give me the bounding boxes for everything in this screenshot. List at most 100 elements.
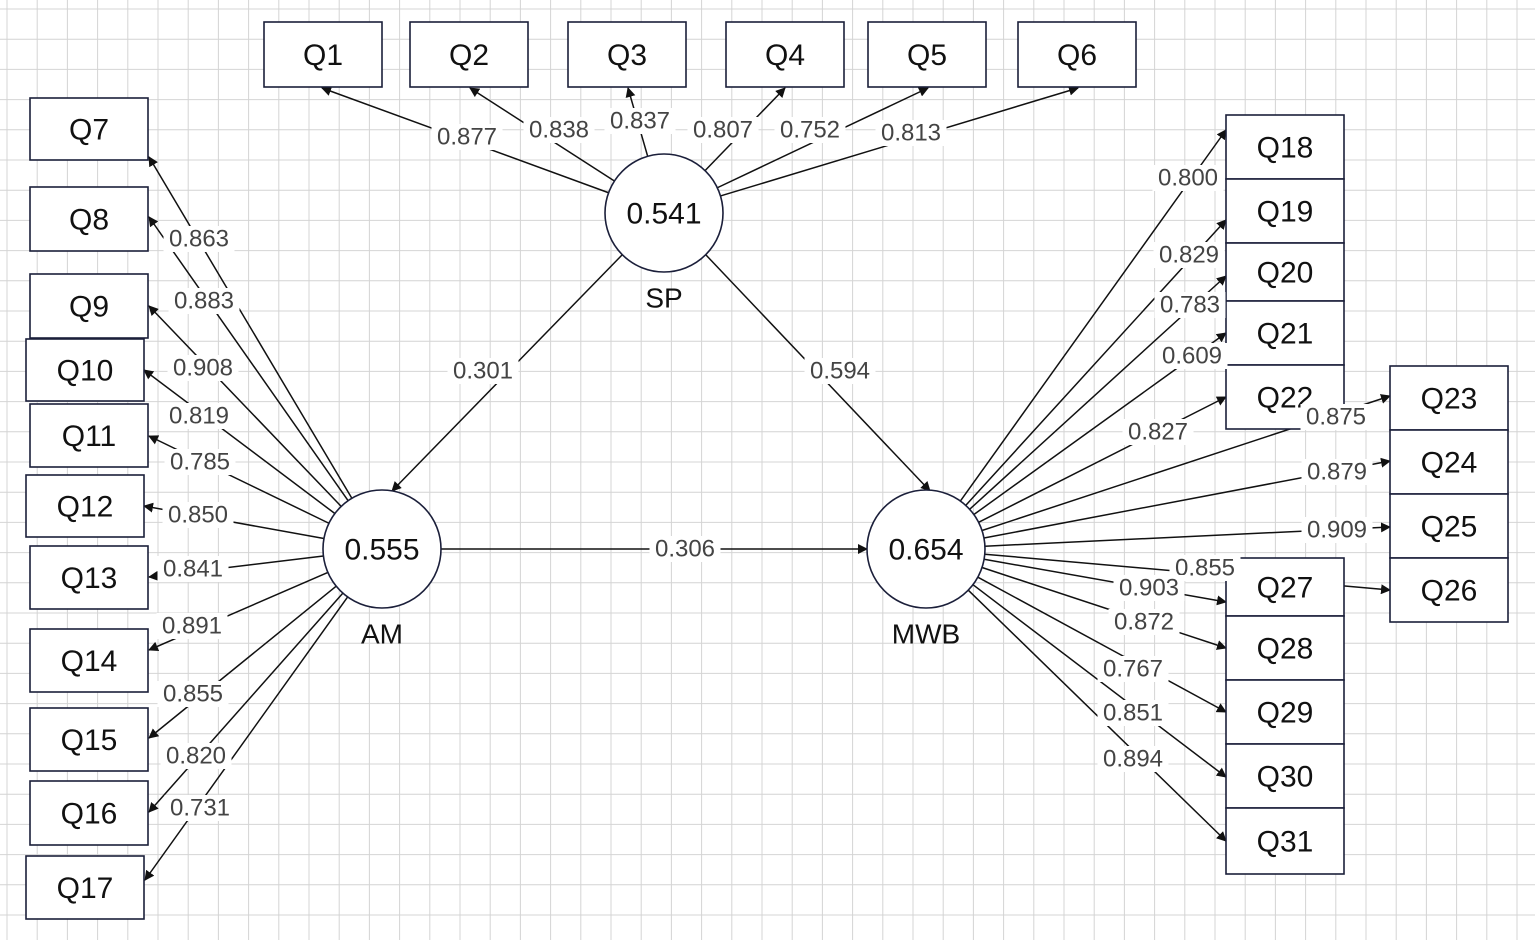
indicator-box-q7: Q7: [29, 97, 149, 161]
indicator-label-q11: Q11: [62, 420, 116, 453]
indicator-box-q28: Q28: [1225, 615, 1345, 681]
loading-label-q24-text: 0.879: [1307, 459, 1367, 486]
path-sp-to-am-coefficient-text: 0.301: [453, 358, 513, 385]
indicator-box-q30: Q30: [1225, 743, 1345, 809]
loading-label-q8-bg: [168, 288, 240, 314]
indicator-box-q6: Q6: [1017, 21, 1137, 88]
loading-label-q20: 0.783: [1154, 292, 1226, 319]
indicator-box-q10: Q10: [25, 338, 145, 402]
indicator-label-q6: Q6: [1057, 39, 1097, 72]
loading-label-q26-text: 0.855: [1175, 555, 1235, 582]
indicator-box-q12: Q12: [25, 474, 145, 538]
indicator-box-frame: [1225, 807, 1345, 875]
path-am-to-mwb-coefficient-bg: [649, 536, 721, 562]
loading-label-q4-bg: [687, 117, 759, 143]
loading-label-q2-text: 0.838: [529, 117, 589, 144]
indicator-box-frame: [29, 780, 149, 846]
indicator-label-q30: Q30: [1257, 761, 1314, 794]
loading-label-q9-text: 0.908: [173, 355, 233, 382]
loading-label-q1-text: 0.877: [437, 124, 497, 151]
loading-label-q2-bg: [523, 117, 595, 143]
loading-label-q27: 0.903: [1113, 575, 1185, 602]
loading-label-q10-text: 0.819: [169, 403, 229, 430]
loading-label-q4: 0.807: [687, 117, 759, 144]
loading-label-q15-bg: [157, 681, 229, 707]
loading-label-q23-bg: [1300, 404, 1372, 430]
loading-arrow-q28: [981, 566, 1227, 650]
loading-label-q2: 0.838: [523, 117, 595, 144]
loading-label-q16-text: 0.820: [166, 743, 226, 770]
loading-arrow-q27: [983, 558, 1227, 606]
indicator-box-frame: [29, 628, 149, 693]
indicator-box-q1: Q1: [263, 21, 383, 88]
path-am-to-mwb-coefficient-text: 0.306: [655, 536, 715, 563]
indicator-box-q29: Q29: [1225, 679, 1345, 745]
loading-label-q23-text: 0.875: [1306, 404, 1366, 431]
loading-label-q5-bg: [774, 117, 846, 143]
loading-label-q26: 0.855: [1169, 555, 1241, 582]
indicator-label-q7: Q7: [69, 114, 109, 147]
path-sp-to-mwb-coefficient-bg: [804, 358, 876, 384]
indicator-box-q5: Q5: [867, 21, 987, 88]
indicator-label-q26: Q26: [1421, 575, 1478, 608]
indicator-box-frame: [567, 21, 687, 88]
loading-label-q17-bg: [164, 795, 236, 821]
loading-label-q15: 0.855: [157, 681, 229, 708]
indicator-label-q21: Q21: [1257, 318, 1314, 351]
indicator-label-q3: Q3: [607, 39, 647, 72]
loading-arrow-q18: [959, 129, 1227, 502]
indicator-box-frame: [409, 21, 529, 88]
loading-arrow-q29: [977, 576, 1227, 713]
loading-label-q12-bg: [162, 502, 234, 528]
loading-label-q23: 0.875: [1300, 404, 1372, 431]
loading-label-q14-bg: [156, 613, 228, 639]
indicator-label-q5: Q5: [907, 39, 947, 72]
loading-label-q28: 0.872: [1108, 609, 1180, 636]
indicator-box-q27: Q27: [1225, 557, 1345, 617]
loading-label-q18-text: 0.800: [1158, 165, 1218, 192]
loading-label-q3: 0.837: [604, 108, 676, 135]
indicator-label-q24: Q24: [1421, 447, 1478, 480]
loading-arrow-q15: [148, 585, 337, 739]
construct-circle: [866, 489, 986, 609]
indicator-box-q13: Q13: [29, 545, 149, 610]
loading-arrow-q9: [148, 305, 342, 507]
loading-label-q5: 0.752: [774, 117, 846, 144]
loading-label-q21-text: 0.609: [1162, 343, 1222, 370]
loading-label-q16-bg: [160, 743, 232, 769]
indicator-label-q25: Q25: [1421, 511, 1478, 544]
indicator-label-q12: Q12: [57, 491, 114, 524]
loading-label-q27-text: 0.903: [1119, 575, 1179, 602]
loading-label-q25-text: 0.909: [1307, 517, 1367, 544]
path-sp-to-am-coefficient: 0.301: [447, 358, 519, 385]
loading-label-q29-bg: [1097, 656, 1169, 682]
indicator-box-frame: [1017, 21, 1137, 88]
indicator-label-q1: Q1: [303, 39, 343, 72]
loading-label-q13: 0.841: [157, 556, 229, 583]
indicator-label-q9: Q9: [69, 291, 109, 324]
loading-label-q11: 0.785: [164, 449, 236, 476]
loading-label-q31-text: 0.894: [1103, 746, 1163, 773]
indicator-label-q19: Q19: [1257, 196, 1314, 229]
edges: [143, 85, 1391, 881]
indicator-box-q26: Q26: [1389, 557, 1509, 623]
loading-label-q3-text: 0.837: [610, 108, 670, 135]
indicator-box-frame: [1225, 743, 1345, 809]
loading-arrow-q31: [967, 589, 1227, 842]
path-sp-to-mwb-coefficient: 0.594: [804, 358, 876, 385]
indicator-box-q4: Q4: [725, 21, 845, 88]
loading-label-q18-bg: [1152, 165, 1224, 191]
indicator-box-frame: [1225, 242, 1345, 302]
loading-label-q10: 0.819: [163, 403, 235, 430]
indicator-label-q14: Q14: [61, 645, 118, 678]
indicator-box-frame: [25, 474, 145, 538]
indicator-label-q15: Q15: [61, 724, 118, 757]
loading-label-q3-bg: [604, 108, 676, 134]
construct-label-mwb: MWB: [892, 619, 960, 650]
indicator-box-frame: [1225, 300, 1345, 366]
indicator-box-frame: [29, 273, 149, 339]
